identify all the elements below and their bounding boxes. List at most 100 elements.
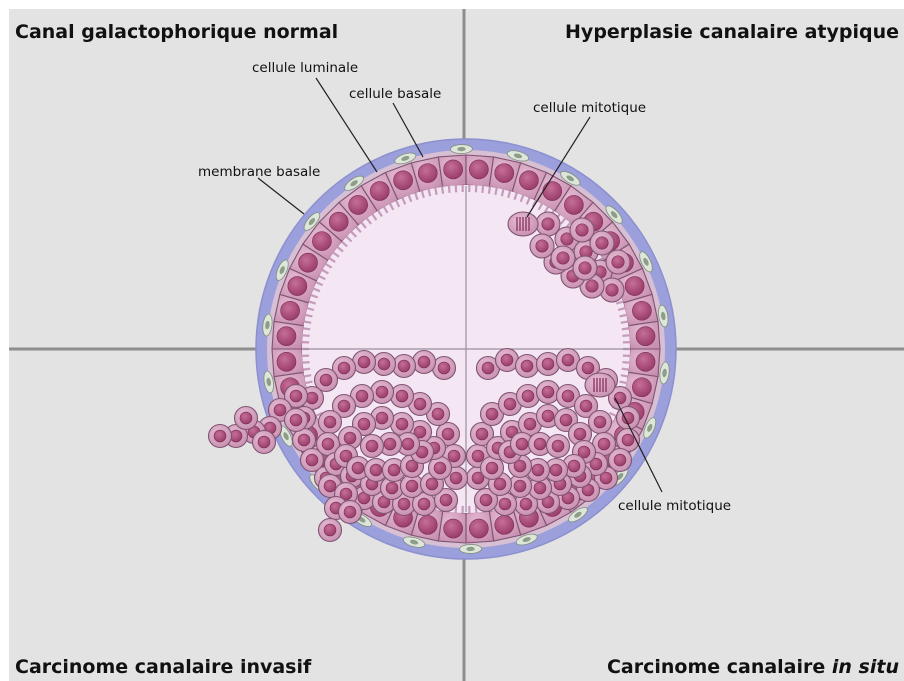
in-situ-cell-nucleus bbox=[542, 358, 554, 370]
in-situ-cell bbox=[517, 385, 540, 408]
in-situ-cell-nucleus bbox=[562, 354, 574, 366]
invasive-cell bbox=[361, 435, 384, 458]
invasive-cell-nucleus bbox=[450, 472, 462, 484]
in-situ-cell-nucleus bbox=[542, 386, 554, 398]
luminal-cell-nucleus bbox=[281, 301, 300, 320]
in-situ-cell-nucleus bbox=[486, 408, 498, 420]
invasive-cell bbox=[391, 385, 414, 408]
luminal-cell-nucleus bbox=[469, 519, 488, 538]
hyperplasia-cell-nucleus bbox=[536, 240, 548, 252]
invasive-cell-nucleus bbox=[406, 480, 418, 492]
in-situ-cell-nucleus bbox=[494, 478, 506, 490]
in-situ-cell-nucleus bbox=[568, 460, 580, 472]
luminal-cell-nucleus bbox=[394, 171, 413, 190]
invasive-cell bbox=[209, 425, 232, 448]
hyperplasia-cell bbox=[530, 234, 554, 258]
in-situ-cell-nucleus bbox=[524, 418, 536, 430]
hyperplasia-cell bbox=[573, 256, 597, 280]
invasive-cell-nucleus bbox=[402, 438, 414, 450]
invasive-cell bbox=[413, 351, 436, 374]
hyperplasia-cell-nucleus bbox=[557, 252, 569, 264]
basal-cell bbox=[450, 144, 472, 153]
invasive-cell-nucleus bbox=[396, 418, 408, 430]
in-situ-cell-nucleus bbox=[534, 482, 546, 494]
invasive-cell bbox=[391, 413, 414, 436]
invasive-cell-nucleus bbox=[322, 438, 334, 450]
title-in-situ-italic: in situ bbox=[832, 656, 899, 678]
invasive-cell-nucleus bbox=[376, 412, 388, 424]
in-situ-cell bbox=[547, 435, 570, 458]
label-mitotic-cell-top: cellule mitotique bbox=[533, 100, 646, 116]
in-situ-cell-nucleus bbox=[516, 438, 528, 450]
invasive-cell-nucleus bbox=[438, 362, 450, 374]
invasive-cell bbox=[319, 519, 342, 542]
hyperplasia-cell-nucleus bbox=[576, 224, 588, 236]
in-situ-cell-nucleus bbox=[622, 434, 634, 446]
luminal-cell-nucleus bbox=[495, 164, 514, 183]
invasive-cell-nucleus bbox=[356, 390, 368, 402]
invasive-cell-nucleus bbox=[440, 494, 452, 506]
title-normal-duct: Canal galactophorique normal bbox=[15, 21, 338, 43]
invasive-cell-nucleus bbox=[214, 430, 226, 442]
in-situ-cell-nucleus bbox=[482, 362, 494, 374]
in-situ-cell-nucleus bbox=[521, 360, 533, 372]
invasive-cell-nucleus bbox=[432, 408, 444, 420]
invasive-cell-nucleus bbox=[344, 432, 356, 444]
luminal-cell-nucleus bbox=[632, 378, 651, 397]
invasive-cell bbox=[433, 357, 456, 380]
invasive-cell bbox=[285, 409, 308, 432]
invasive-cell bbox=[319, 411, 342, 434]
invasive-cell-nucleus bbox=[418, 356, 430, 368]
luminal-cell-nucleus bbox=[636, 327, 655, 346]
invasive-cell bbox=[339, 501, 362, 524]
title-in-situ-prefix: Carcinome canalaire bbox=[607, 656, 832, 678]
luminal-cell-nucleus bbox=[444, 160, 463, 179]
invasive-cell-nucleus bbox=[370, 464, 382, 476]
invasive-cell-nucleus bbox=[320, 374, 332, 386]
in-situ-cell-nucleus bbox=[480, 494, 492, 506]
basal-cell bbox=[459, 544, 481, 553]
in-situ-cell-nucleus bbox=[472, 450, 484, 462]
invasive-cell bbox=[353, 351, 376, 374]
in-situ-cell-nucleus bbox=[582, 362, 594, 374]
invasive-cell-nucleus bbox=[274, 404, 286, 416]
luminal-cell-nucleus bbox=[277, 327, 296, 346]
invasive-cell-nucleus bbox=[448, 450, 460, 462]
invasive-cell-nucleus bbox=[324, 416, 336, 428]
luminal-cell-nucleus bbox=[625, 277, 644, 296]
in-situ-cell-nucleus bbox=[532, 464, 544, 476]
invasive-cell-nucleus bbox=[384, 438, 396, 450]
hyperplasia-cell-nucleus bbox=[596, 237, 608, 249]
invasive-cell-nucleus bbox=[338, 362, 350, 374]
luminal-cell-nucleus bbox=[288, 277, 307, 296]
invasive-cell-nucleus bbox=[324, 524, 336, 536]
invasive-cell-nucleus bbox=[358, 418, 370, 430]
in-situ-cell-nucleus bbox=[499, 498, 511, 510]
luminal-cell-nucleus bbox=[469, 160, 488, 179]
label-mitotic-cell-bottom: cellule mitotique bbox=[618, 498, 731, 514]
luminal-cell-nucleus bbox=[299, 253, 318, 272]
invasive-cell-nucleus bbox=[398, 360, 410, 372]
invasive-cell bbox=[235, 407, 258, 430]
invasive-cell-nucleus bbox=[366, 440, 378, 452]
luminal-cell-nucleus bbox=[370, 182, 389, 201]
in-situ-cell-nucleus bbox=[476, 428, 488, 440]
mitotic-cell-lower bbox=[585, 373, 615, 397]
luminal-cell-nucleus bbox=[444, 519, 463, 538]
in-situ-cell bbox=[496, 349, 519, 372]
luminal-cell-nucleus bbox=[277, 352, 296, 371]
label-basal-cell: cellule basale bbox=[349, 86, 441, 102]
in-situ-cell-nucleus bbox=[520, 498, 532, 510]
in-situ-cell-nucleus bbox=[552, 440, 564, 452]
hyperplasia-cell-nucleus bbox=[612, 256, 624, 268]
invasive-cell bbox=[373, 353, 396, 376]
in-situ-cell-nucleus bbox=[580, 400, 592, 412]
in-situ-cell-nucleus bbox=[534, 438, 546, 450]
in-situ-cell-nucleus bbox=[614, 392, 626, 404]
invasive-cell-nucleus bbox=[378, 358, 390, 370]
luminal-cell-nucleus bbox=[418, 164, 437, 183]
in-situ-cell-nucleus bbox=[622, 412, 634, 424]
in-situ-cell-nucleus bbox=[614, 454, 626, 466]
title-atypical-hyperplasia: Hyperplasie canalaire atypique bbox=[565, 21, 899, 43]
luminal-cell-nucleus bbox=[312, 232, 331, 251]
